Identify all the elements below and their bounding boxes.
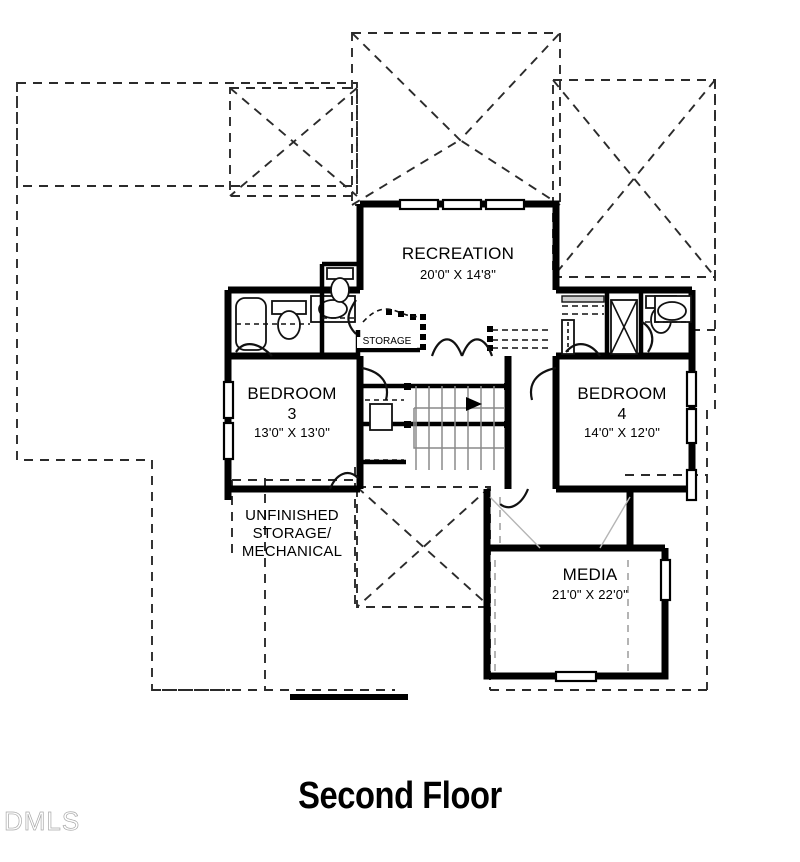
toilet-bowl-icon-2 [330, 277, 350, 303]
door-swing-rec-left [430, 338, 464, 357]
window-recreation-1 [398, 198, 440, 211]
window-bedroom3-2 [222, 421, 235, 461]
hall-closets [355, 308, 552, 465]
room-label-bedroom3-name: BEDROOM [247, 384, 337, 403]
room-label-bedroom3-number: 3 [287, 406, 297, 423]
staircase [404, 383, 511, 470]
room-label-media-dim: 21'0" X 22'0" [551, 587, 629, 602]
door-swing-bedroom4 [529, 366, 557, 401]
window-bedroom4-1 [685, 370, 698, 408]
bathroom-right-fixtures [561, 292, 692, 356]
annotation-unfinished-line1: UNFINISHED [245, 507, 339, 524]
door-swings [235, 338, 601, 509]
window-media-right [659, 558, 672, 602]
roof-outline-dashed [16, 32, 716, 691]
door-swing-bath-hall [235, 343, 273, 357]
sink-icon-right [657, 301, 687, 321]
window-media-bottom [554, 670, 598, 683]
stair-direction-arrow [466, 397, 482, 411]
page-title: Second Floor [298, 775, 502, 817]
room-label-bedroom3-dim: 13'0" X 13'0" [253, 425, 331, 440]
window-bedroom3-1 [222, 380, 235, 420]
unfinished-area-bar [290, 694, 408, 700]
window-recreation-2 [441, 198, 483, 211]
closet-shelf-hall [369, 403, 393, 431]
window-bedroom4-2 [685, 407, 698, 445]
annotation-unfinished-line2: STORAGE/ [252, 525, 332, 542]
window-recreation-3 [484, 198, 526, 211]
ceiling-slope-lines [489, 496, 631, 676]
room-label-bedroom4-number: 4 [617, 406, 627, 423]
door-swing-storage [328, 472, 359, 490]
windows [222, 198, 698, 683]
door-swing-bath-left [347, 299, 357, 335]
room-label-recreation-name: RECREATION [401, 244, 515, 263]
door-swing-rec-right [460, 338, 494, 357]
room-label-bedroom4-dim: 14'0" X 12'0" [583, 425, 661, 440]
annotation-storage: STORAGE [357, 336, 417, 348]
door-swing-bedroom3 [361, 366, 389, 401]
door-swing-media [499, 488, 530, 509]
annotation-unfinished-line3: MECHANICAL [241, 543, 343, 560]
window-bedroom4-3 [685, 468, 698, 502]
room-label-media-name: MEDIA [562, 565, 618, 584]
toilet-bowl-icon [277, 310, 301, 340]
door-swing-bath-right [641, 321, 654, 353]
bathroom-left-fixtures [235, 261, 358, 356]
room-label-bedroom4-name: BEDROOM [577, 384, 667, 403]
watermark: DMLS [4, 806, 81, 837]
closet-rod-right [561, 295, 605, 303]
room-label-recreation-dim: 20'0" X 14'8" [419, 267, 497, 282]
